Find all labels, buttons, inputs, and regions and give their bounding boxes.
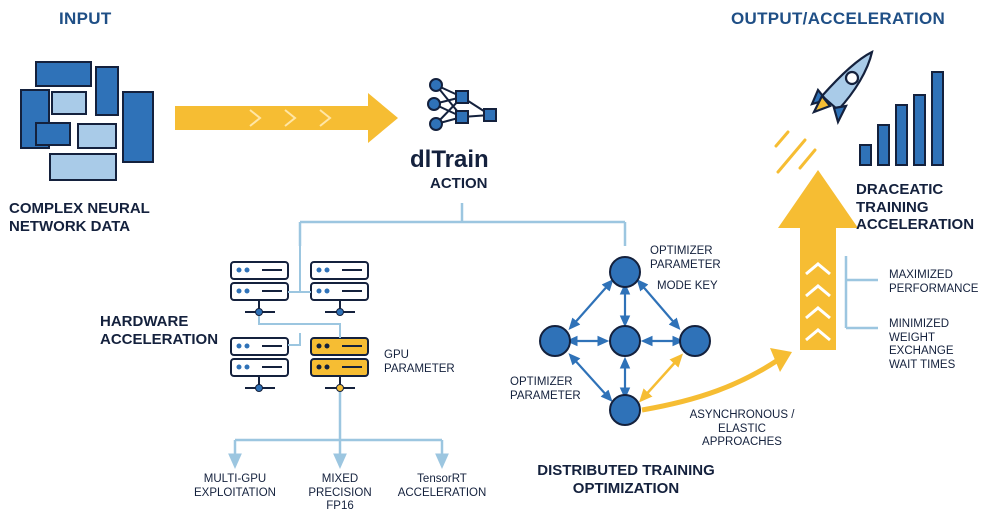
speed-streaks	[774, 130, 817, 174]
async-label: ASYNCHRONOUS / ELASTIC APPROACHES	[689, 409, 795, 449]
benefit-maximized: MAXIMIZED PERFORMANCE	[889, 269, 979, 295]
server-rack-icon	[230, 261, 369, 377]
gpu-parameter-label: GPU PARAMETER	[384, 349, 455, 375]
action-connector	[298, 203, 627, 246]
optimizer-parameter-left: OPTIMIZER PARAMETER	[510, 376, 581, 402]
benefits-bracket	[844, 256, 878, 330]
leaf-mixed-precision: MIXED PRECISION FP16	[308, 473, 372, 513]
async-edge	[638, 353, 684, 403]
async-arrowhead	[770, 348, 792, 372]
optimizer-parameter-top: OPTIMIZER PARAMETER	[650, 245, 721, 271]
bar-chart-icon	[859, 71, 944, 166]
distributed-title: DISTRIBUTED TRAINING OPTIMIZATION	[537, 462, 715, 497]
input-heading: INPUT	[59, 9, 112, 28]
network-grid-icon	[20, 61, 154, 181]
server-stripes	[262, 269, 362, 368]
brand-title: dlTrain	[410, 146, 489, 173]
output-title: DRACEATIC TRAINING ACCELERATION	[856, 181, 975, 234]
server-leds	[236, 267, 330, 370]
upward-acceleration-arrow	[778, 170, 858, 350]
input-to-action-arrow	[175, 93, 398, 143]
async-to-output-arrow	[641, 357, 780, 413]
rocket-icon	[810, 49, 874, 126]
distributed-edges	[565, 278, 685, 402]
mode-key-label: MODE KEY	[657, 280, 718, 292]
benefit-minimized: MINIMIZED WEIGHT EXCHANGE WAIT TIMES	[889, 318, 956, 371]
hardware-title: HARDWARE ACCELERATION	[100, 313, 219, 348]
distributed-nodes	[539, 256, 711, 426]
hardware-branches	[228, 392, 449, 469]
leaf-tensorrt: TensorRT ACCELERATION	[397, 473, 487, 499]
input-label: COMPLEX NEURAL NETWORK DATA	[9, 200, 150, 235]
neural-net-icon	[427, 78, 497, 131]
action-label: ACTION	[430, 175, 488, 192]
output-heading: OUTPUT/ACCELERATION	[731, 9, 946, 28]
leaf-multi-gpu: MULTI-GPU EXPLOITATION	[193, 473, 276, 499]
